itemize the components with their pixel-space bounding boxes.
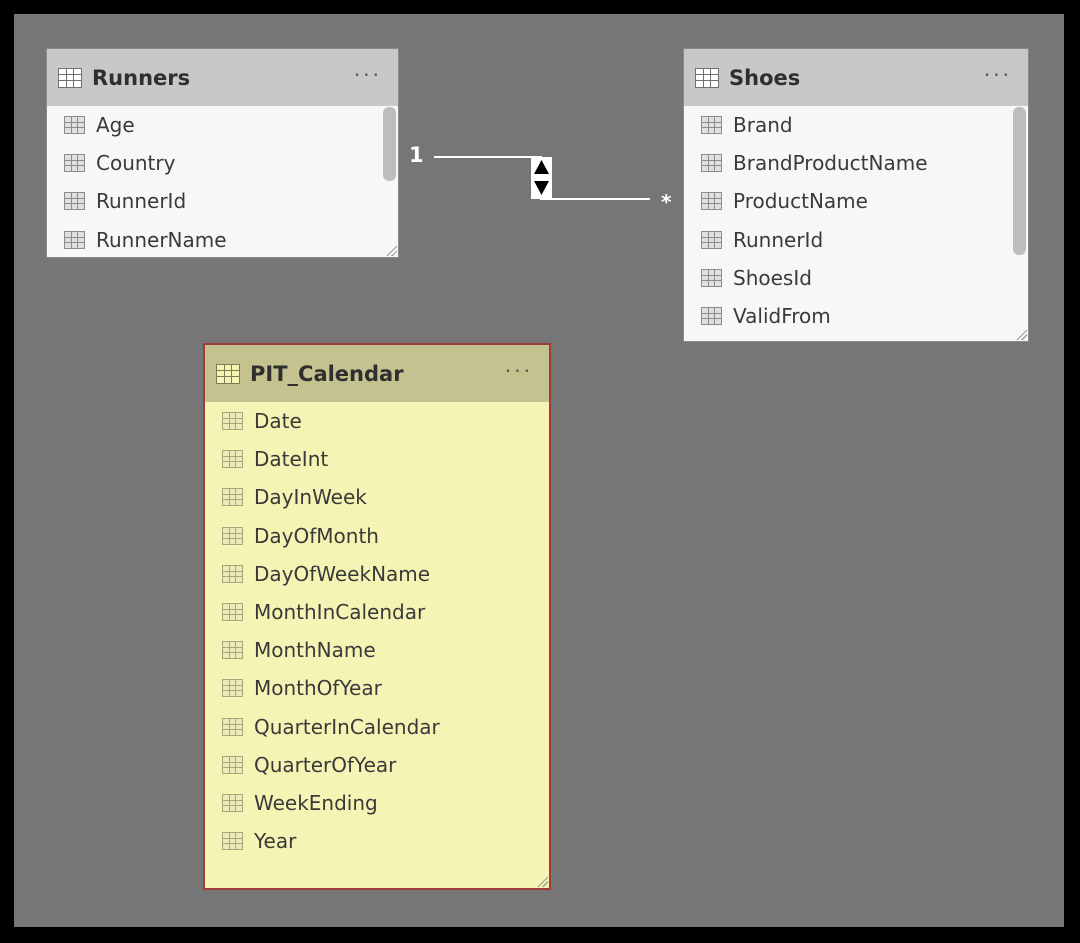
column-icon	[222, 832, 243, 851]
column-icon	[222, 412, 243, 431]
field-list: Age Country RunnerId RunnerName	[47, 106, 398, 257]
field-row[interactable]: Age	[47, 106, 398, 144]
field-name: DateInt	[254, 447, 329, 472]
field-name: ShoesId	[733, 265, 812, 290]
scrollbar-thumb[interactable]	[1013, 107, 1026, 255]
column-icon	[222, 641, 243, 660]
field-name: RunnerName	[96, 227, 227, 252]
column-icon	[701, 230, 722, 249]
column-icon	[222, 793, 243, 812]
field-list: Date DateInt DayInWeek DayOfMonth DayOfW…	[205, 402, 549, 860]
field-name: Country	[96, 151, 176, 176]
column-icon	[222, 526, 243, 545]
column-icon	[222, 717, 243, 736]
resize-handle[interactable]	[385, 244, 397, 256]
column-icon	[64, 230, 85, 249]
field-name: MonthInCalendar	[254, 600, 426, 625]
field-name: ValidFrom	[733, 304, 831, 329]
table-icon	[216, 363, 240, 384]
field-row[interactable]: WeekEnding	[205, 784, 549, 822]
field-name: Date	[254, 409, 302, 434]
field-name: RunnerId	[733, 227, 824, 252]
column-icon	[64, 192, 85, 211]
column-icon	[701, 307, 722, 326]
field-row[interactable]: RunnerId	[47, 182, 398, 220]
field-row[interactable]: Brand	[684, 106, 1028, 144]
table-card-shoes[interactable]: Shoes ··· Brand BrandProductName Product…	[684, 49, 1028, 341]
column-icon	[222, 450, 243, 469]
field-row[interactable]: Year	[205, 822, 549, 860]
field-name: Age	[96, 113, 135, 138]
field-row[interactable]: MonthInCalendar	[205, 593, 549, 631]
field-name: DayOfWeekName	[254, 561, 431, 586]
table-title: Runners	[92, 65, 191, 90]
scrollbar-thumb[interactable]	[383, 107, 396, 181]
more-options-button[interactable]: ···	[504, 359, 533, 383]
field-row[interactable]: RunnerId	[684, 221, 1028, 259]
field-row[interactable]: MonthName	[205, 631, 549, 669]
field-name: MonthOfYear	[254, 676, 382, 701]
field-name: MonthName	[254, 638, 376, 663]
field-row[interactable]: ShoesId	[684, 259, 1028, 297]
table-header-shoes[interactable]: Shoes ···	[684, 49, 1028, 106]
table-icon	[58, 67, 82, 88]
cardinality-one-label: 1	[409, 143, 424, 167]
column-icon	[701, 116, 722, 135]
field-row[interactable]: Date	[205, 402, 549, 440]
field-row[interactable]: ValidFrom	[684, 297, 1028, 335]
table-icon	[695, 67, 719, 88]
field-row[interactable]: DayOfMonth	[205, 517, 549, 555]
field-row[interactable]: DayOfWeekName	[205, 555, 549, 593]
table-title: PIT_Calendar	[250, 361, 404, 386]
field-name: QuarterOfYear	[254, 752, 397, 777]
column-icon	[222, 488, 243, 507]
field-name: DayInWeek	[254, 485, 367, 510]
field-row[interactable]: DayInWeek	[205, 478, 549, 516]
field-name: RunnerId	[96, 189, 187, 214]
field-list: Brand BrandProductName ProductName Runne…	[684, 106, 1028, 335]
column-icon	[222, 603, 243, 622]
field-name: BrandProductName	[733, 151, 928, 176]
table-header-runners[interactable]: Runners ···	[47, 49, 398, 106]
field-row[interactable]: MonthOfYear	[205, 669, 549, 707]
field-row[interactable]: QuarterOfYear	[205, 746, 549, 784]
field-name: ProductName	[733, 189, 868, 214]
table-title: Shoes	[729, 65, 801, 90]
column-icon	[701, 268, 722, 287]
column-icon	[701, 154, 722, 173]
more-options-button[interactable]: ···	[353, 63, 382, 87]
field-row[interactable]: BrandProductName	[684, 144, 1028, 182]
table-card-runners[interactable]: Runners ··· Age Country RunnerId RunnerN…	[47, 49, 398, 257]
field-row[interactable]: QuarterInCalendar	[205, 708, 549, 746]
resize-handle[interactable]	[1015, 328, 1027, 340]
table-header-pit-calendar[interactable]: PIT_Calendar ···	[205, 345, 549, 402]
bidirectional-arrows-icon[interactable]	[531, 157, 552, 199]
field-row[interactable]: RunnerName	[47, 221, 398, 257]
field-name: DayOfMonth	[254, 523, 379, 548]
resize-handle[interactable]	[536, 875, 548, 887]
field-name: Brand	[733, 113, 793, 138]
cardinality-many-label: *	[661, 190, 672, 214]
column-icon	[701, 192, 722, 211]
table-card-pit-calendar[interactable]: PIT_Calendar ··· Date DateInt DayInWeek …	[205, 345, 549, 888]
column-icon	[64, 154, 85, 173]
field-name: QuarterInCalendar	[254, 714, 440, 739]
field-row[interactable]: DateInt	[205, 440, 549, 478]
more-options-button[interactable]: ···	[983, 63, 1012, 87]
column-icon	[222, 755, 243, 774]
field-name: Year	[254, 829, 297, 854]
field-row[interactable]: ProductName	[684, 182, 1028, 220]
column-icon	[64, 116, 85, 135]
field-row[interactable]: Country	[47, 144, 398, 182]
column-icon	[222, 679, 243, 698]
column-icon	[222, 564, 243, 583]
field-name: WeekEnding	[254, 790, 378, 815]
